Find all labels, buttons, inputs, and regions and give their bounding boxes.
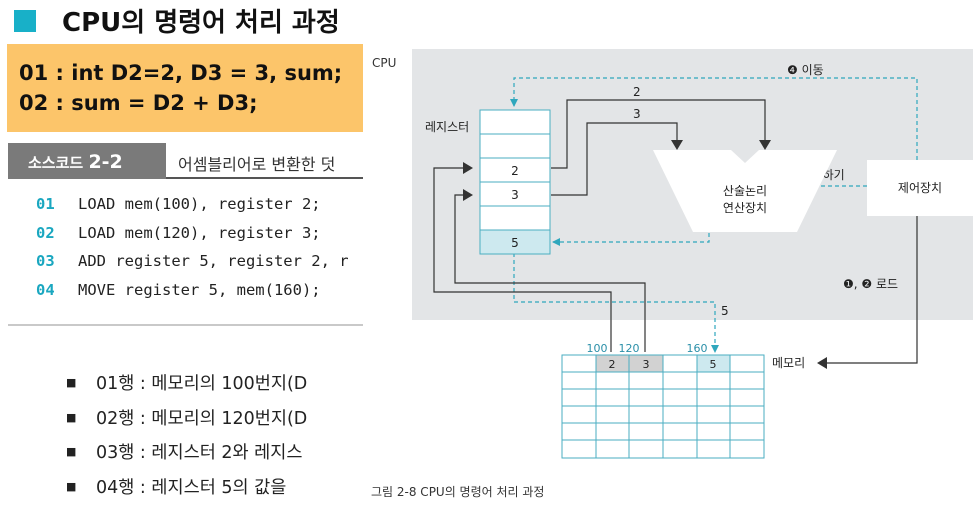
result-path bbox=[552, 226, 710, 246]
line-number: 04 bbox=[36, 280, 55, 299]
wire-3-path bbox=[551, 122, 678, 196]
line-text: ADD register 5, register 2, r bbox=[78, 252, 349, 270]
line-number: 01 bbox=[36, 195, 55, 213]
cpu-label: CPU bbox=[372, 56, 396, 70]
memory-address: 160 bbox=[687, 342, 708, 355]
source-line: 04 MOVE register 5, mem(160); bbox=[8, 281, 349, 310]
alu-label-line2: 연산장치 bbox=[723, 201, 767, 215]
load-label: ❶, ❷ 로드 bbox=[843, 277, 898, 291]
memory-value: 5 bbox=[710, 358, 717, 371]
memory-grid-lines bbox=[562, 355, 764, 458]
memory-grid: 2 3 5 bbox=[561, 354, 765, 459]
line-text: MOVE register 5, mem(160); bbox=[78, 280, 321, 299]
bullet-list: ■01행 : 메모리의 100번지(D ■02행 : 메모리의 120번지(D … bbox=[66, 370, 363, 508]
wire-2-label: 2 bbox=[633, 85, 641, 99]
source-tag-number: 2-2 bbox=[88, 151, 123, 173]
bullet-item: ■ 01행 : 메모리의 100번지(D bbox=[66, 370, 363, 405]
code-box: 01 : int D2=2, D3 = 3, sum; 02 : sum = D… bbox=[7, 44, 363, 132]
store-path bbox=[513, 253, 719, 353]
load-wire-100 bbox=[433, 167, 612, 352]
memory-label: 메모리 bbox=[772, 356, 805, 370]
code-line-1: 01 : int D2=2, D3 = 3, sum; bbox=[19, 61, 343, 85]
wire-3-label: 3 bbox=[633, 107, 641, 121]
bullet-text: 04행 : 레지스터 5의 값을 bbox=[96, 477, 287, 498]
line-number: 02 bbox=[36, 223, 55, 242]
source-header: 소스코드 2-2 어셈블리어로 변환한 덧 bbox=[8, 143, 363, 179]
page-title: CPU의 명령어 처리 과정 bbox=[62, 8, 340, 38]
cpu-diagram: CPU ❹ 이동 ❸ 더하기 5 2 3 ❶, ❷ 로드 레지스터 2 3 5 … bbox=[371, 49, 973, 499]
register-cell bbox=[479, 205, 551, 231]
bullet-text: 03행 : 레지스터 2와 레지스 bbox=[96, 443, 303, 463]
memory-value: 2 bbox=[609, 358, 616, 371]
source-tag: 소스코드 2-2 bbox=[8, 143, 166, 179]
bullet-item: ■ 04행 : 레지스터 5의 값을 bbox=[66, 474, 363, 509]
line-number: 03 bbox=[36, 252, 55, 270]
memory-address: 120 bbox=[619, 342, 640, 355]
bullet-text: 01행 : 메모리의 100번지(D bbox=[96, 374, 308, 394]
memory-address: 100 bbox=[587, 342, 608, 355]
wire-2-path bbox=[551, 99, 766, 169]
register-cell-highlight bbox=[479, 229, 551, 255]
alu-shape bbox=[653, 150, 837, 232]
register-value: 2 bbox=[511, 164, 519, 178]
register-cell bbox=[479, 133, 551, 159]
memory-cell-highlight bbox=[629, 355, 663, 372]
bullet-text: 02행 : 메모리의 120번지(D bbox=[96, 408, 308, 429]
memory-cell-highlight bbox=[596, 355, 629, 372]
source-subtitle: 어셈블리어로 변환한 덧 bbox=[178, 155, 336, 174]
register-cell bbox=[479, 157, 551, 183]
register-label: 레지스터 bbox=[425, 120, 469, 134]
register-value: 5 bbox=[511, 236, 519, 250]
move-label: ❹ 이동 bbox=[787, 63, 824, 77]
source-lines: 01 LOAD mem(100), register 2; 02 LOAD mem(… bbox=[8, 195, 349, 309]
register-block: 2 3 5 bbox=[479, 109, 551, 255]
source-line: 03 ADD register 5, register 2, r bbox=[8, 252, 349, 281]
alu-label-line1: 산술논리 bbox=[723, 184, 767, 198]
title-bullet-icon bbox=[14, 10, 36, 32]
register-value: 3 bbox=[511, 188, 519, 202]
memory-cell-highlight bbox=[697, 355, 730, 372]
bullet-square-icon: ■ bbox=[66, 479, 77, 493]
move-path bbox=[510, 77, 918, 160]
control-unit-label: 제어장치 bbox=[898, 181, 942, 195]
source-code-block: 소스코드 2-2 어셈블리어로 변환한 덧 01 LOAD mem(100), r… bbox=[8, 143, 363, 326]
source-line: 02 LOAD mem(120), register 3; bbox=[8, 224, 349, 253]
bullet-square-icon: ■ bbox=[66, 445, 77, 458]
store-value: 5 bbox=[721, 304, 729, 318]
register-cell bbox=[479, 109, 551, 135]
bullet-square-icon: ■ bbox=[66, 376, 77, 389]
source-tag-prefix: 소스코드 bbox=[28, 154, 89, 172]
figure-caption: 그림 2-8 CPU의 명령어 처리 과정 bbox=[371, 485, 544, 499]
memory-value: 3 bbox=[643, 358, 650, 371]
bullet-item: ■ 02행 : 메모리의 120번지(D bbox=[66, 405, 363, 440]
register-cell bbox=[479, 181, 551, 207]
bullet-square-icon: ■ bbox=[66, 410, 77, 424]
bullet-item: ■ 03행 : 레지스터 2와 레지스 bbox=[66, 439, 363, 474]
control-unit bbox=[867, 160, 973, 216]
line-text: LOAD mem(120), register 3; bbox=[78, 223, 321, 242]
control-to-memory bbox=[819, 216, 918, 364]
code-line-2: 02 : sum = D2 + D3; bbox=[19, 91, 258, 115]
source-line: 01 LOAD mem(100), register 2; bbox=[8, 195, 349, 224]
load-wire-120 bbox=[454, 194, 646, 352]
line-text: LOAD mem(100), register 2; bbox=[78, 195, 321, 213]
